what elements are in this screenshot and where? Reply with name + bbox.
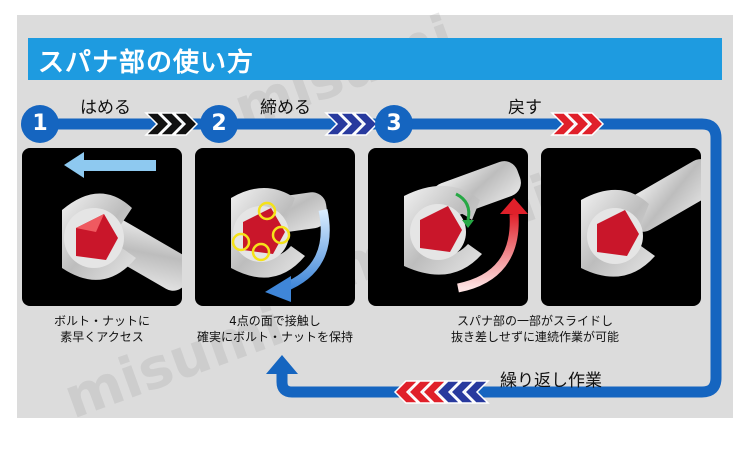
- photo-insert-wrench: [22, 148, 182, 306]
- chevrons-step2: [324, 112, 379, 136]
- caption-line: 抜き差しせずに連続作業が可能: [450, 330, 619, 344]
- step-number-3: 3: [386, 111, 402, 136]
- caption-line: スパナ部の一部がスライドし: [456, 314, 613, 328]
- step-label-1: はめる: [80, 98, 131, 118]
- caption-line: 4点の面で接触し: [229, 314, 321, 328]
- chevrons-step1: [144, 112, 199, 136]
- step-label-3: 戻す: [508, 98, 542, 118]
- contact-point-marker: [231, 232, 251, 252]
- flow-arrowhead: [266, 355, 298, 374]
- title-bar: スパナ部の使い方: [28, 38, 722, 80]
- chevrons-step3: [550, 112, 605, 136]
- step-label-2: 締める: [260, 98, 311, 118]
- caption-step3: スパナ部の一部がスライドし 抜き差しせずに連続作業が可能: [440, 313, 630, 345]
- contact-point-marker: [271, 225, 291, 245]
- caption-step1: ボルト・ナットに 素早くアクセス: [22, 313, 182, 345]
- step-circle-3: [375, 105, 413, 143]
- contact-point-marker: [257, 201, 277, 221]
- photo-reset-wrench: [541, 148, 701, 306]
- step-circle-2: [200, 105, 238, 143]
- caption-step2: 4点の面で接触し 確実にボルト・ナットを保持: [185, 313, 365, 345]
- step-number-1: 1: [32, 111, 48, 136]
- step-circle-1: [21, 105, 59, 143]
- photo-tighten-wrench: [195, 148, 355, 306]
- photo-return-wrench: [368, 148, 528, 306]
- step-number-2: 2: [211, 111, 227, 136]
- caption-line: 確実にボルト・ナットを保持: [196, 330, 353, 344]
- contact-point-marker: [251, 242, 271, 262]
- flow-line: [40, 118, 722, 398]
- repeat-label: 繰り返し作業: [500, 371, 602, 391]
- caption-line: 素早くアクセス: [60, 330, 144, 344]
- chevrons-return-red: [393, 380, 448, 404]
- caption-line: ボルト・ナットに: [53, 314, 150, 328]
- chevrons-return-navy: [435, 380, 490, 404]
- page-title: スパナ部の使い方: [38, 48, 255, 78]
